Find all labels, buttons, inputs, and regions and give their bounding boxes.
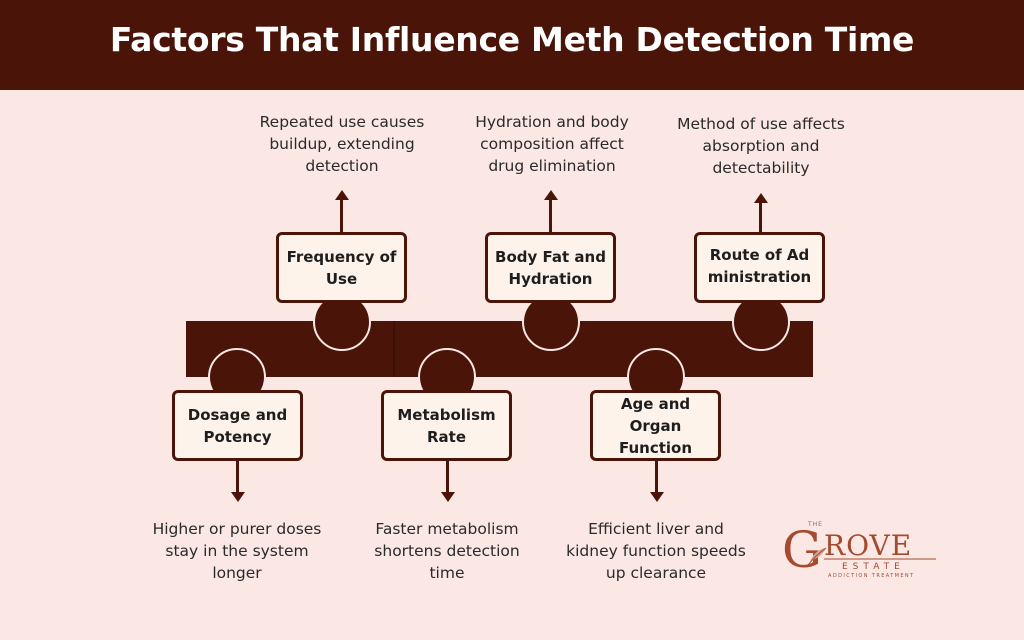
- description-route-of-administration: Method of use affects absorption and det…: [677, 115, 845, 177]
- factor-box-age-and-organ-function: Age and Organ Function: [590, 390, 721, 461]
- arrow-up-icon: [335, 190, 349, 200]
- timeline-bar-seam: [393, 321, 395, 377]
- connector-stem: [759, 202, 762, 233]
- arrow-down-icon: [231, 492, 245, 502]
- arrow-down-icon: [650, 492, 664, 502]
- factor-box-dosage-and-potency: Dosage and Potency: [172, 390, 303, 461]
- connector-stem: [446, 461, 449, 493]
- factor-label: Dosage and Potency: [187, 405, 288, 446]
- arrow-up-icon: [544, 190, 558, 200]
- arrow-up-icon: [754, 193, 768, 203]
- grove-estate-logo-graphic: THE G ROVE ESTATE ADDICTION TREATMENT: [782, 521, 936, 579]
- arrow-down-icon: [441, 492, 455, 502]
- factor-box-route-of-administration: Route of Administration: [694, 232, 825, 303]
- connector-stem: [340, 199, 343, 233]
- grove-estate-logo: THE G ROVE ESTATE ADDICTION TREATMENT: [780, 515, 940, 585]
- connector-stem: [236, 461, 239, 493]
- logo-the: THE: [807, 521, 823, 528]
- description-frequency-of-use: Repeated use causes buildup, extending d…: [259, 113, 425, 175]
- factor-label: Metabolism Rate: [397, 405, 496, 446]
- description-dosage-and-potency: Higher or purer doses stay in the system…: [152, 520, 322, 582]
- logo-tagline: ADDICTION TREATMENT: [828, 573, 915, 579]
- leaf-stem-icon: [807, 547, 827, 566]
- factor-label: Body Fat and Hydration: [495, 247, 606, 288]
- logo-word: ROVE: [824, 529, 912, 562]
- factor-label: Route of Administration: [707, 246, 812, 286]
- description-metabolism-rate: Faster metabolism shortens detection tim…: [374, 520, 520, 582]
- connector-stem: [655, 461, 658, 493]
- header-banner: Factors That Influence Meth Detection Ti…: [0, 0, 1024, 90]
- logo-estate: ESTATE: [842, 562, 905, 572]
- timeline-bar: [186, 321, 813, 377]
- page-title: Factors That Influence Meth Detection Ti…: [109, 20, 915, 59]
- factor-box-frequency-of-use: Frequency of Use: [276, 232, 407, 303]
- factor-label: Age and Organ Function: [618, 394, 693, 457]
- factor-label: Frequency of Use: [286, 247, 397, 288]
- description-age-and-organ-function: Efficient liver and kidney function spee…: [566, 520, 746, 582]
- description-body-fat-and-hydration: Hydration and body composition affect dr…: [475, 113, 629, 175]
- factor-box-body-fat-and-hydration: Body Fat and Hydration: [485, 232, 616, 303]
- connector-stem: [549, 199, 552, 233]
- factor-box-metabolism-rate: Metabolism Rate: [381, 390, 512, 461]
- logo-big-letter: G: [782, 521, 822, 579]
